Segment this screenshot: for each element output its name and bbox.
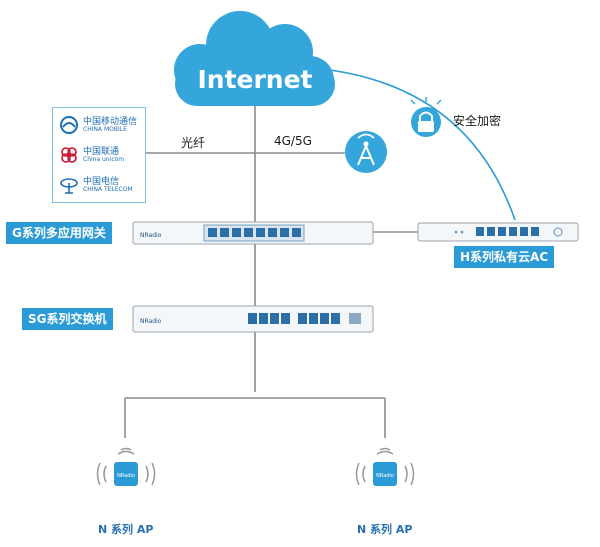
cell-tower-icon (345, 128, 387, 173)
fiber-label: 光纤 (181, 136, 206, 150)
ap-left-label: N 系列 AP (98, 523, 154, 536)
ap-left-device (96, 447, 156, 486)
ap-right-brand: NRadio (376, 473, 394, 479)
internet-label: Internet (197, 65, 312, 94)
carrier-en-name: CHINA MOBILE (83, 126, 127, 133)
internet-cloud (174, 11, 335, 106)
controller-ports (476, 227, 539, 236)
gateway-label: G系列多应用网关 (6, 222, 112, 244)
carrier-en-name: CHINA TELECOM (83, 186, 133, 193)
china-unicom-logo-icon (61, 147, 77, 163)
carrier-cn-name: 中国移动通信 (83, 117, 138, 127)
carrier-china-telecom: 中国电信 CHINA TELECOM (57, 172, 143, 200)
gateway-device (132, 221, 374, 245)
ap-right-label: N 系列 AP (357, 523, 413, 536)
china-telecom-logo-icon (60, 178, 78, 194)
controller-label: H系列私有云AC (454, 246, 555, 268)
switch-label: SG系列交换机 (22, 308, 113, 330)
ap-right-device (355, 447, 415, 486)
switch-ports (248, 313, 361, 324)
encrypted-link-line (329, 69, 516, 221)
mobile-network-label: 4G/5G (274, 134, 312, 148)
gateway-ports (208, 228, 301, 237)
carrier-china-mobile: 中国移动通信 CHINA MOBILE (57, 112, 143, 140)
switch-device (132, 305, 374, 333)
carrier-en-name: China unicom (83, 156, 125, 163)
carrier-cn-name: 中国联通 (83, 147, 120, 157)
carrier-china-unicom: 中国联通 China unicom (57, 142, 143, 170)
controller-device (417, 222, 579, 242)
connection-lines (124, 105, 418, 438)
lock-icon (410, 97, 442, 137)
encryption-label: 安全加密 (453, 114, 502, 128)
china-mobile-logo-icon (60, 116, 78, 134)
carriers-panel: 中国移动通信 CHINA MOBILE 中国联通 China unicom 中国… (52, 107, 146, 203)
carrier-cn-name: 中国电信 (83, 177, 120, 187)
gateway-brand: NRadio (140, 232, 162, 239)
switch-brand: NRadio (140, 318, 162, 325)
ap-left-brand: NRadio (117, 473, 135, 479)
